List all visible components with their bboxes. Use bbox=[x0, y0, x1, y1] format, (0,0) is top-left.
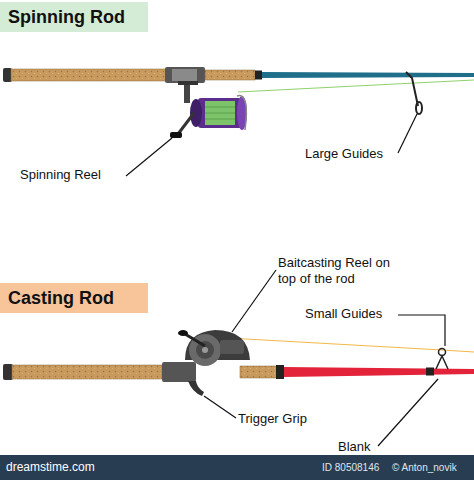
node-text: Casting Rod bbox=[8, 288, 148, 309]
watermark-bar: dreamstime.com ID 80508146© Anton_novik bbox=[0, 455, 474, 480]
part-label: Large Guides bbox=[305, 146, 425, 162]
part-label: Trigger Grip bbox=[238, 411, 358, 427]
spinning-reel bbox=[170, 81, 247, 138]
node-text: Spinning Rod bbox=[8, 7, 148, 28]
node-text: © Anton_novik bbox=[392, 462, 472, 473]
casting-rod bbox=[3, 338, 474, 396]
part-label: Blank bbox=[338, 439, 398, 455]
node-text: dreamstime.com bbox=[6, 460, 146, 474]
part-label: Spinning Reel bbox=[20, 167, 140, 183]
baitcasting-reel bbox=[178, 330, 250, 366]
section-band: Casting Rod bbox=[0, 283, 148, 313]
node-text: ID 80508146 bbox=[322, 462, 402, 473]
leader-lines bbox=[126, 114, 445, 446]
part-label: Small Guides bbox=[305, 306, 425, 322]
part-label: Baitcasting Reel on top of the rod bbox=[278, 255, 404, 287]
section-band: Spinning Rod bbox=[0, 2, 148, 32]
